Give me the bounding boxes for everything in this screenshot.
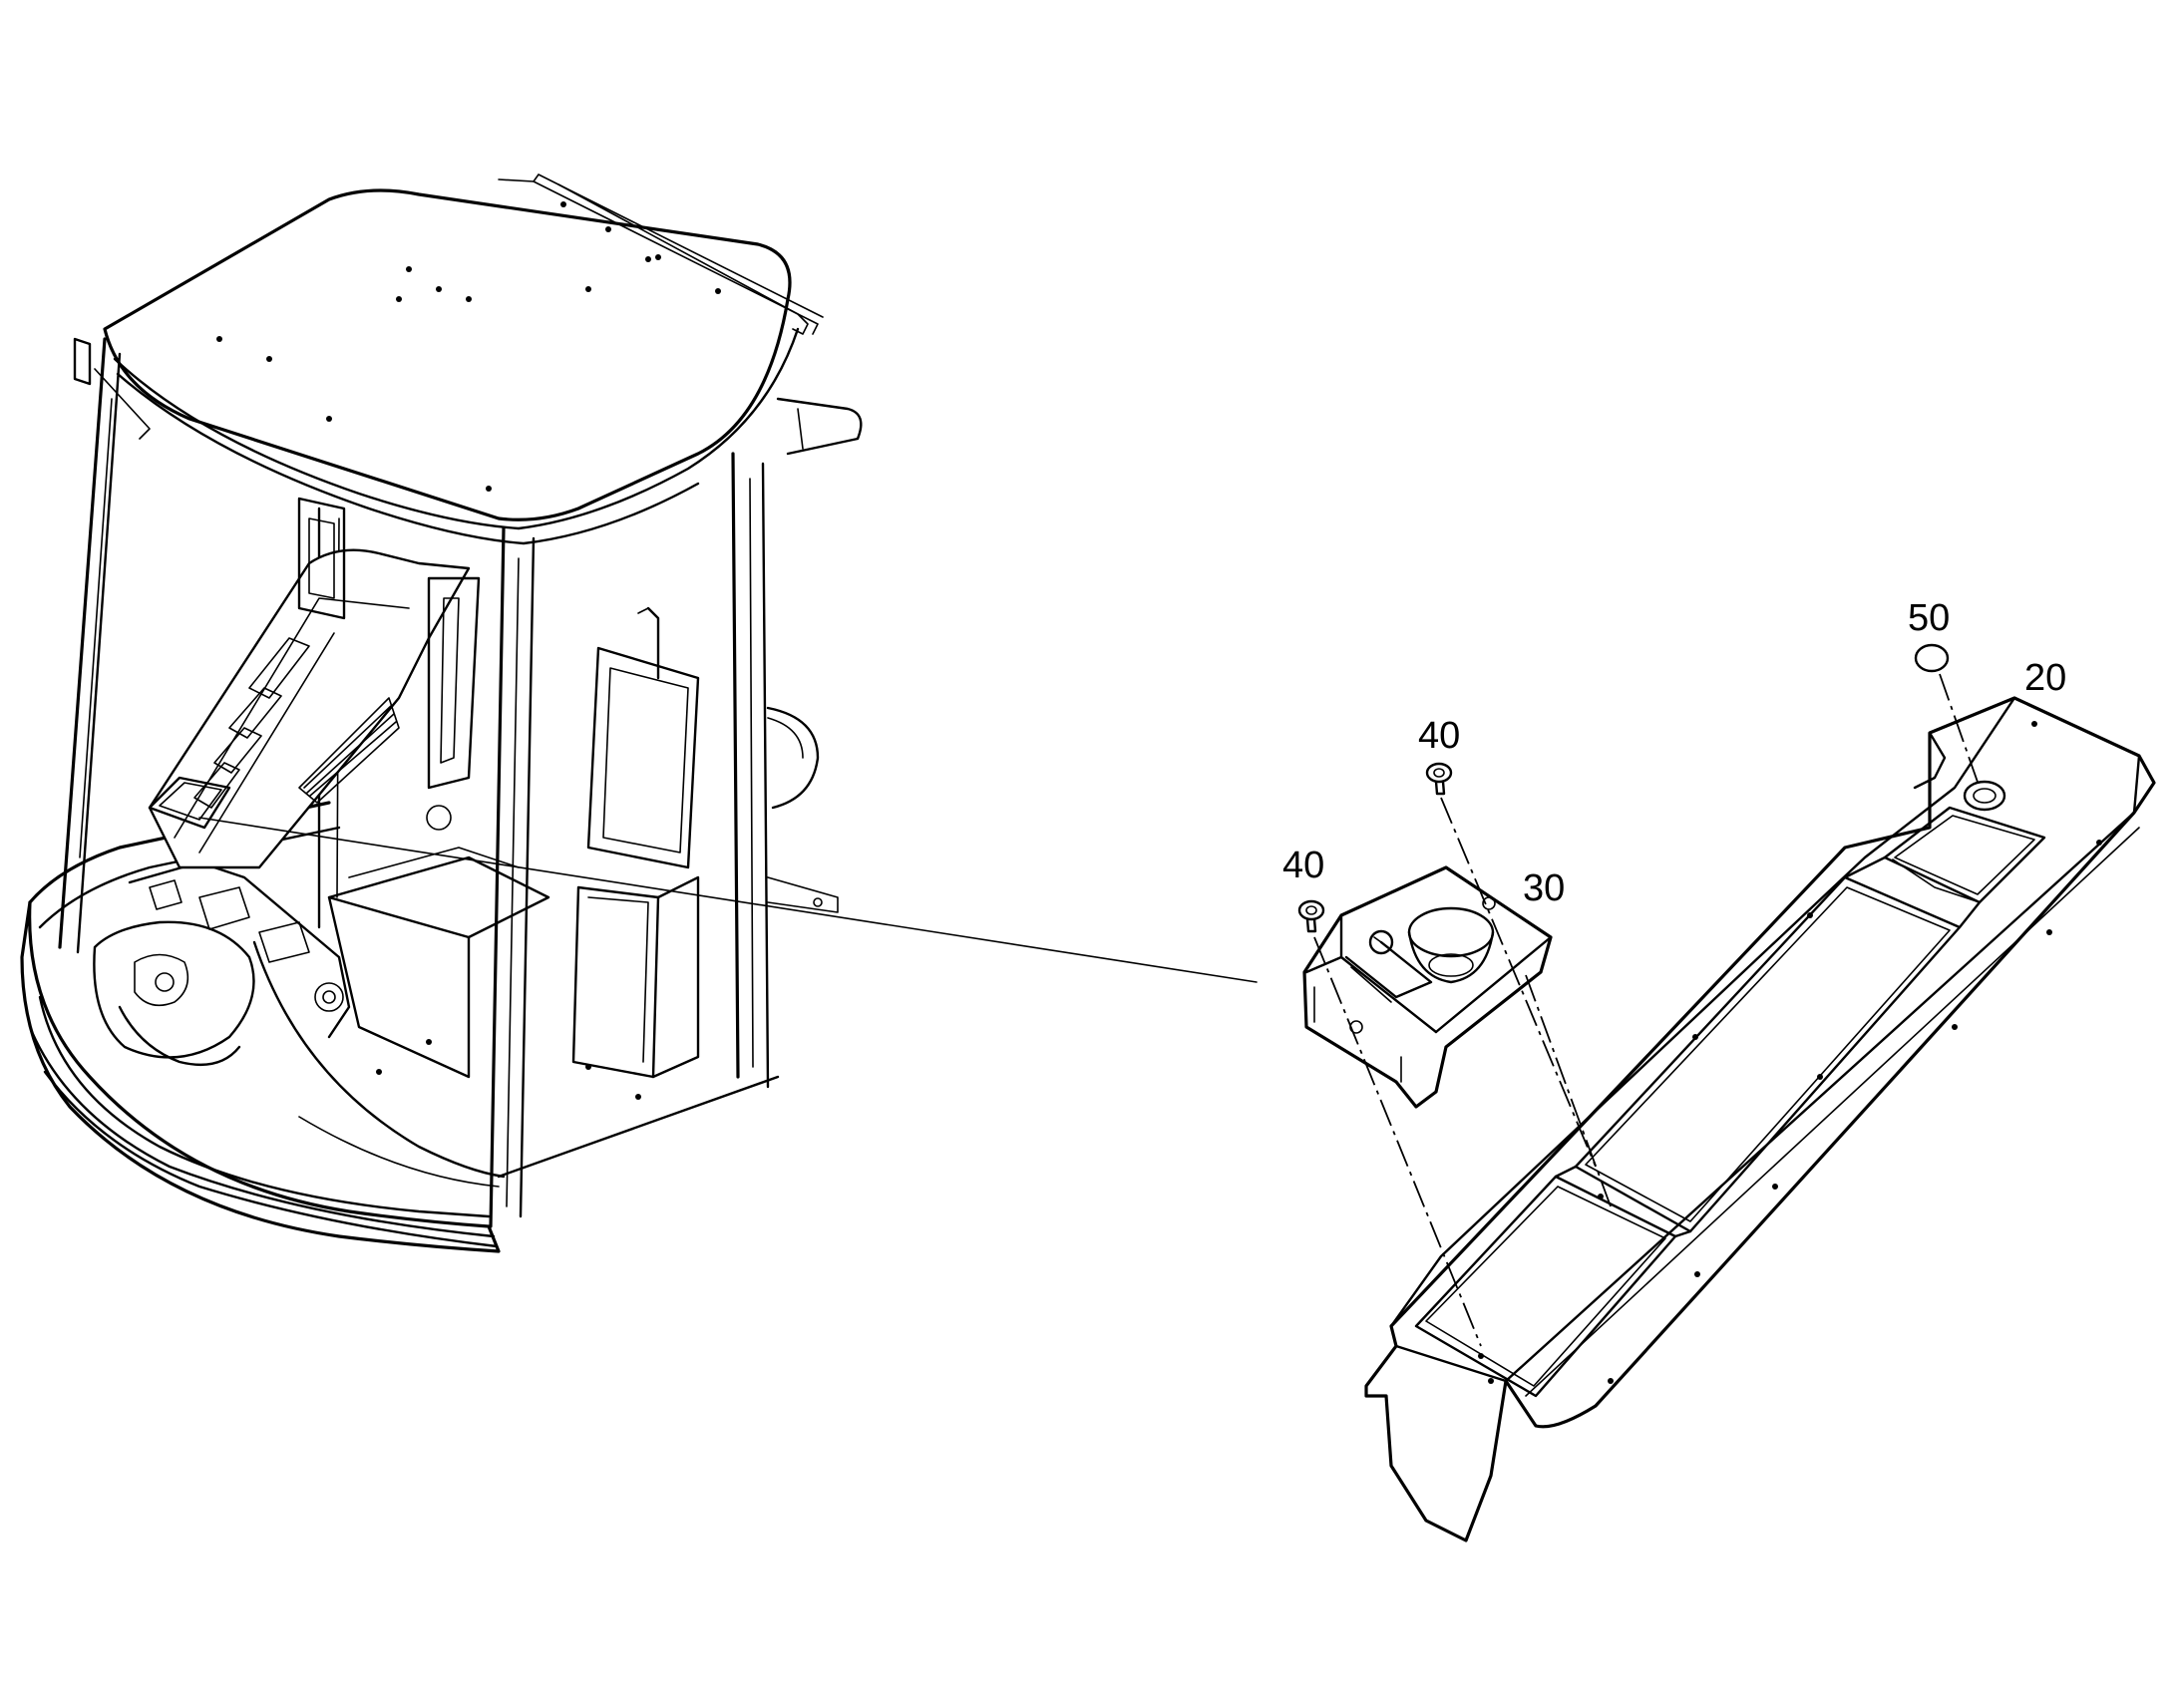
- part-20-console-panel: [1364, 696, 2156, 1542]
- console-grille: [298, 697, 400, 804]
- callout-20: 20: [2024, 657, 2066, 699]
- part-40-screw-upper: [1425, 762, 1453, 796]
- leader-line: [198, 817, 1258, 983]
- cab-interior: [148, 497, 839, 1100]
- assembly-lines: [1313, 673, 1981, 1347]
- cab-roof: [103, 173, 824, 545]
- callout-50: 50: [1908, 597, 1950, 639]
- callout-40-upper: 40: [1418, 715, 1460, 757]
- part-30-cup-holder: [1302, 865, 1553, 1109]
- part-50-plug: [1914, 643, 1950, 673]
- cab-assembly: [20, 173, 863, 1253]
- cab-base-shell: [20, 801, 780, 1253]
- callout-40-lower: 40: [1282, 845, 1324, 886]
- callout-30: 30: [1523, 867, 1565, 909]
- part-40-screw-lower: [1297, 899, 1325, 933]
